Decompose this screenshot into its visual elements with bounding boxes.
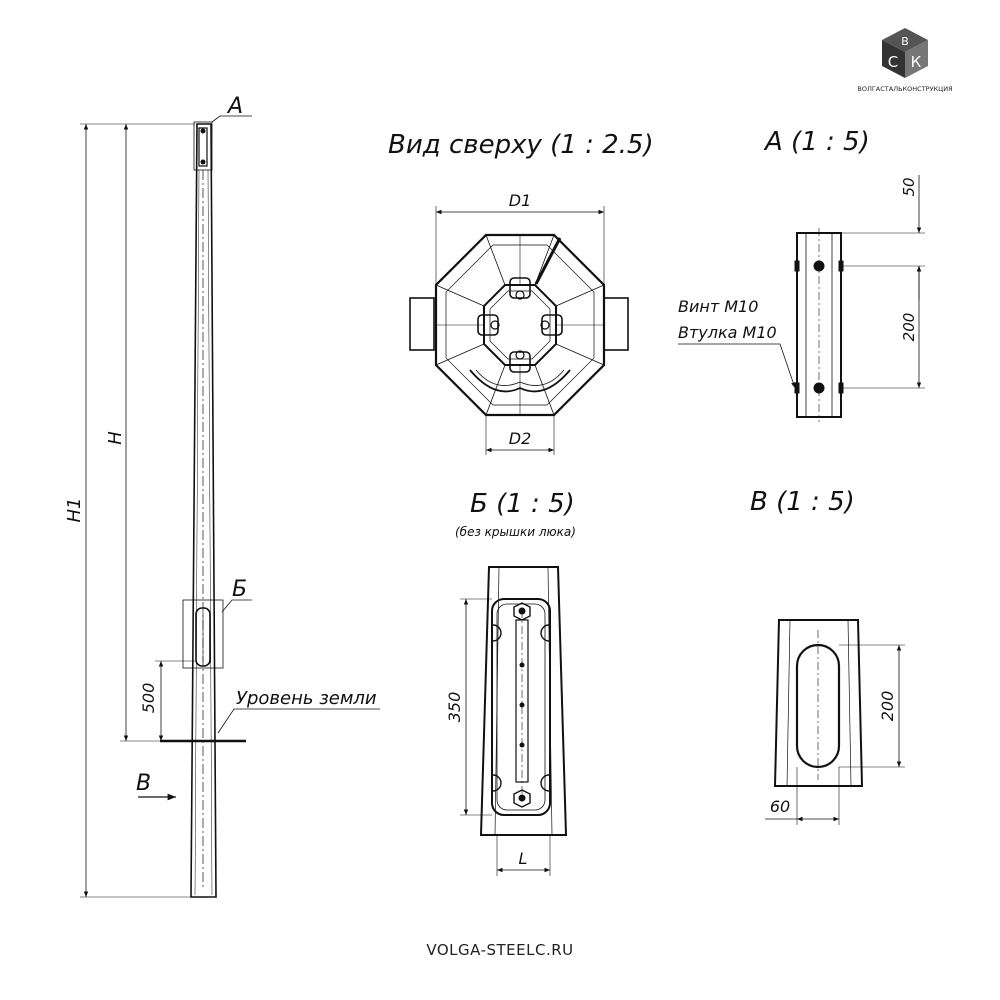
top-view-title: Вид сверху (1 : 2.5) [388, 130, 654, 160]
label-sleeve: Втулка М10 [678, 323, 777, 342]
label-d2: D2 [509, 429, 532, 448]
logo-company-name: ВОЛГАСТАЛЬКОНСТРУКЦИЯ [857, 85, 952, 93]
footer-url[interactable]: VOLGA-STEELC.RU [426, 941, 574, 959]
pole-body [190, 123, 217, 898]
label-v-200: 200 [878, 691, 897, 722]
logo-letter-s: С [888, 53, 898, 71]
label-h1: H1 [64, 498, 85, 523]
label-ground-level: Уровень земли [236, 688, 377, 709]
view-b-title: Б (1 : 5) [470, 489, 575, 519]
leader-ground [217, 708, 380, 734]
label-v: В [136, 771, 151, 796]
logo-letter-v: В [901, 35, 909, 48]
label-screw: Винт М10 [678, 297, 758, 316]
label-a: А [226, 94, 243, 119]
detail-a-frame [193, 121, 213, 171]
label-d1: D1 [509, 191, 532, 210]
label-b: Б [232, 577, 247, 602]
view-b [460, 566, 568, 876]
pole-elevation [80, 115, 380, 898]
logo-letter-k: К [911, 53, 922, 71]
label-a-200: 200 [900, 313, 918, 342]
label-a-50: 50 [900, 177, 918, 196]
opening-slot [795, 643, 841, 769]
detail-b-frame [182, 599, 224, 669]
company-logo: В С К ВОЛГАСТАЛЬКОНСТРУКЦИЯ [857, 28, 953, 93]
view-a-title: А (1 : 5) [763, 127, 870, 157]
view-v [765, 619, 905, 825]
leader-b [221, 599, 252, 613]
top-view [409, 206, 629, 455]
inner-octagon [483, 284, 557, 366]
label-b-l: L [519, 849, 528, 868]
view-v-title: В (1 : 5) [750, 487, 855, 517]
view-a [678, 175, 925, 422]
hatch-opening [195, 607, 211, 667]
label-500: 500 [139, 683, 158, 714]
view-b-subtitle: (без крышки люка) [455, 525, 576, 539]
leader-a [211, 115, 252, 123]
label-v-60: 60 [770, 797, 790, 816]
label-b-350: 350 [445, 692, 464, 723]
label-h: H [105, 431, 126, 445]
